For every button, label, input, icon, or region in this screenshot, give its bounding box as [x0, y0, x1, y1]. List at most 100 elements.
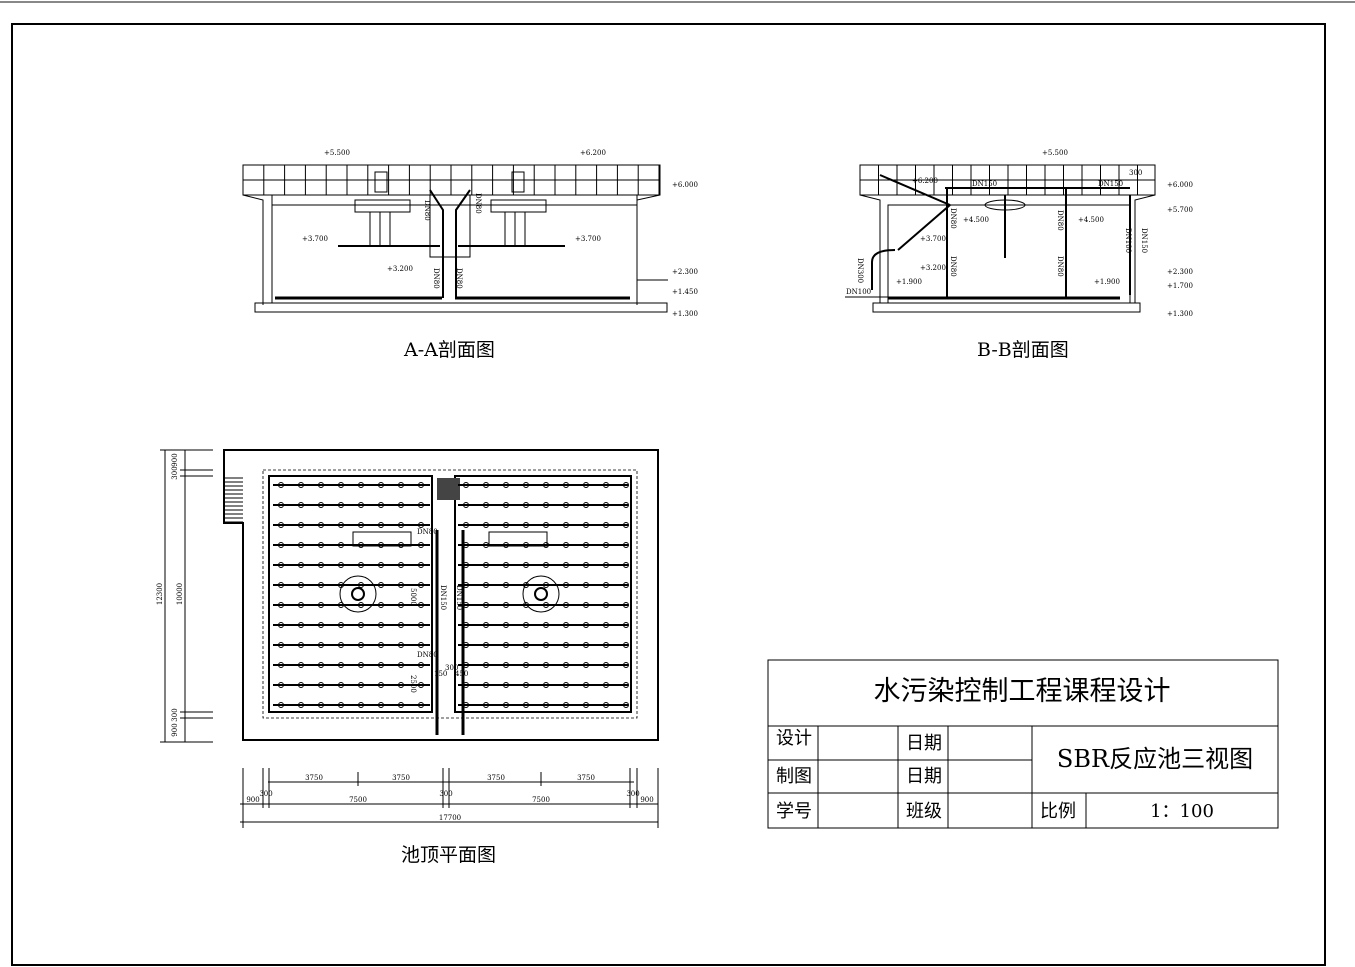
pipe-label: DN150	[1140, 228, 1148, 253]
dimension-label: 300	[259, 790, 272, 798]
drawing-name: SBR反应池三视图	[1057, 745, 1253, 773]
elevation-label: +6.200	[580, 149, 606, 157]
dimension-label: 450	[455, 670, 468, 678]
diffuser-icon	[563, 662, 569, 668]
diffuser-icon	[603, 582, 609, 588]
diffuser-icon	[358, 602, 364, 608]
diffuser-icon	[483, 682, 489, 688]
diffuser-icon	[298, 622, 304, 628]
elevation-label: +1.300	[672, 310, 698, 318]
diffuser-icon	[358, 482, 364, 488]
diffuser-icon	[398, 502, 404, 508]
diffuser-icon	[563, 522, 569, 528]
plan-view: DN80 DN80 DN150 DN150 5000 2500 150 300 …	[156, 449, 659, 866]
diffuser-icon	[418, 602, 424, 608]
diffuser-icon	[298, 662, 304, 668]
pipe-label: DN80	[1056, 210, 1064, 231]
diffuser-icon	[623, 542, 629, 548]
diffuser-icon	[603, 522, 609, 528]
diffuser-icon	[483, 502, 489, 508]
diffuser-icon	[298, 502, 304, 508]
diffuser-icon	[503, 522, 509, 528]
diffuser-icon	[503, 662, 509, 668]
diffuser-icon	[483, 522, 489, 528]
label-scale: 比例	[1040, 801, 1076, 822]
dimension-label: 2500	[409, 675, 417, 693]
diffuser-icon	[623, 702, 629, 708]
pipe-label: DN80	[474, 193, 482, 214]
pipe-label: DN80	[417, 528, 438, 536]
pipe-label: DN80	[423, 200, 431, 221]
diffuser-icon	[563, 682, 569, 688]
pipe-label: DN150	[1098, 180, 1123, 188]
diffuser-icon	[278, 622, 284, 628]
pipe-label: DN80	[455, 268, 463, 289]
diffuser-icon	[278, 582, 284, 588]
diffuser-icon	[338, 622, 344, 628]
diffuser-icon	[483, 702, 489, 708]
pipe-label: DN150	[972, 180, 997, 188]
diffuser-icon	[278, 522, 284, 528]
diffuser-icon	[543, 702, 549, 708]
diffuser-icon	[563, 702, 569, 708]
diffuser-icon	[318, 622, 324, 628]
elevation-label: +3.200	[387, 265, 413, 273]
diffuser-icon	[298, 562, 304, 568]
decanter-motor-icon	[511, 171, 525, 193]
dimension-label: 300	[626, 790, 639, 798]
elevation-label: +1.900	[896, 278, 922, 286]
diffuser-icon	[318, 522, 324, 528]
diffuser-icon	[463, 502, 469, 508]
diffuser-icon	[398, 622, 404, 628]
elevation-label: +5.700	[1167, 206, 1193, 214]
diffuser-icon	[483, 662, 489, 668]
drawing-frame	[11, 23, 1326, 966]
diffuser-icon	[298, 602, 304, 608]
diffuser-icon	[603, 602, 609, 608]
diffuser-icon	[418, 622, 424, 628]
diffuser-icon	[463, 522, 469, 528]
dimension-label: 7500	[349, 796, 367, 804]
diffuser-icon	[563, 642, 569, 648]
dimension-label: 12300	[156, 583, 164, 605]
pipe-label: DN80	[1056, 256, 1064, 277]
diffuser-icon	[378, 602, 384, 608]
elevation-label: +3.200	[920, 264, 946, 272]
section-bb-caption: B-B剖面图	[977, 339, 1069, 361]
diffuser-icon	[378, 482, 384, 488]
diffuser-icon	[543, 562, 549, 568]
diffuser-icon	[583, 542, 589, 548]
diffuser-icon	[278, 502, 284, 508]
project-title: 水污染控制工程课程设计	[874, 676, 1171, 707]
label-class: 班级	[906, 801, 942, 822]
diffuser-icon	[583, 482, 589, 488]
label-date: 日期	[906, 766, 942, 787]
diffuser-icon	[318, 562, 324, 568]
diffuser-icon	[358, 502, 364, 508]
diffuser-icon	[543, 582, 549, 588]
diffuser-icon	[358, 622, 364, 628]
diffuser-icon	[523, 542, 529, 548]
diffuser-icon	[318, 702, 324, 708]
diffuser-icon	[503, 502, 509, 508]
plan-screen-grid	[437, 478, 460, 500]
diffuser-icon	[318, 602, 324, 608]
diffuser-icon	[583, 702, 589, 708]
mixer-icon	[522, 575, 560, 613]
label-date: 日期	[906, 733, 942, 754]
elevation-label: +5.500	[1042, 149, 1068, 157]
diffuser-icon	[358, 542, 364, 548]
elevation-label: +6.200	[912, 177, 938, 185]
dimension-label: 300	[445, 664, 458, 672]
diffuser-icon	[563, 482, 569, 488]
diffuser-icon	[418, 482, 424, 488]
pipe-label: DN100	[846, 288, 871, 296]
elevation-label: +4.500	[963, 216, 989, 224]
diffuser-icon	[623, 562, 629, 568]
diffuser-icon	[583, 682, 589, 688]
diffuser-icon	[278, 702, 284, 708]
diffuser-icon	[298, 682, 304, 688]
diffuser-icon	[358, 682, 364, 688]
mixer-icon	[339, 575, 377, 613]
diffuser-icon	[583, 622, 589, 628]
